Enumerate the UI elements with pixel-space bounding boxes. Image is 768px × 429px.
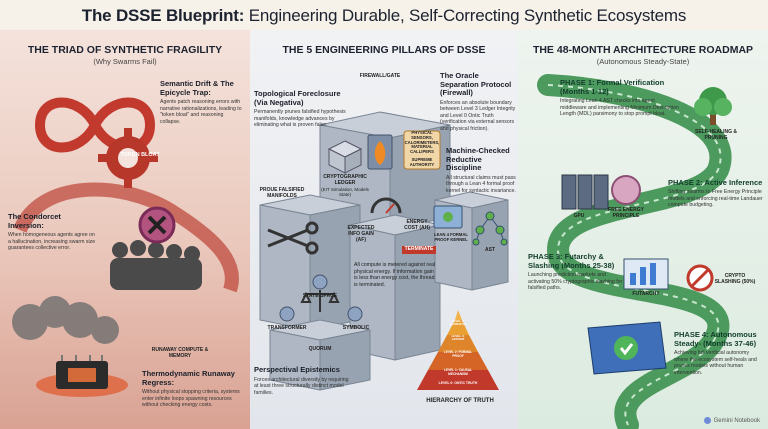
quorum-label: QUORUM <box>308 346 332 352</box>
slashing-no-sign-icon <box>686 264 714 292</box>
tree-icon <box>694 87 732 125</box>
epistemic-block: Perspectival Epistemics Forces architect… <box>254 365 349 396</box>
footer-brand: Gemini Notebook <box>703 417 760 424</box>
error-x-icon <box>138 206 176 244</box>
terminate-badge: TERMINATE <box>402 246 436 254</box>
server-rack-icon <box>561 174 609 210</box>
proof-falsified-label: PROUE FALSIFIED MANIFOLDS <box>259 187 305 199</box>
condorcet-block: The Condorcet Inversion: When homogeneou… <box>8 212 96 252</box>
brand-logo-icon <box>703 417 711 424</box>
physical-sensors-label: PHYSICAL SENSORS, CALORIMETERS, MATERIAL… <box>404 130 440 155</box>
gear-icon <box>98 128 158 188</box>
triad-title: THE TRIAD OF SYNTHETIC FRAGILITY <box>27 44 223 56</box>
pyramid-level-4 <box>455 310 462 320</box>
roadmap-title: THE 48-MONTH ARCHITECTURE ROADMAP <box>532 44 754 56</box>
level-2-label: LEVEL 2: FORMAL PROOF <box>443 350 473 358</box>
level-3-label: LEVEL 3: LEDGER <box>451 334 465 342</box>
fep-label: FREE ENERGY PRINCIPLE <box>608 207 644 219</box>
self-healing-label: SELF-HEALING & PRUNING <box>695 129 737 141</box>
triad-subtitle: (Why Swarms Fail) <box>93 57 157 66</box>
oracle-block: The Oracle Separation Protocol (Firewall… <box>440 71 516 132</box>
compute-note: All compute is metered against real phys… <box>354 262 436 288</box>
triad-illustration <box>12 97 239 397</box>
firewall-icon <box>367 134 393 170</box>
machine-checked-block: Machine-Checked Reductive Discipline All… <box>446 146 516 194</box>
foreclosure-block: Topological Foreclosure (Via Negativa) P… <box>254 89 346 129</box>
ledger-cube-icon <box>327 140 363 174</box>
supreme-authority-label: SUPREME AUTHORITY <box>409 157 435 167</box>
pyramid-level-3 <box>447 320 469 335</box>
hierarchy-label: HIERARCHY OF TRUTH <box>426 398 494 404</box>
state-space-icon <box>312 274 328 290</box>
runaway-compute-label: RUNAWAY COMPUTE & MEMORY <box>151 347 209 359</box>
energy-cost-label: ENERGY COST (AH) <box>404 219 430 231</box>
chip-icon <box>36 355 128 397</box>
pyramid-level-0 <box>417 370 499 390</box>
lean-cube-icon <box>433 205 463 229</box>
scissors-icon <box>267 221 319 255</box>
lean-kernel-label: LEAN 4 FORMAL PROOF KERNEL <box>434 232 468 242</box>
roadmap-illustration <box>537 74 732 429</box>
gpu-label: GPU <box>573 213 585 219</box>
expected-info-label: EXPECTED INFO GAIN (AF) <box>347 225 375 243</box>
level-0-label: LEVEL 0: ONTIC TRUTH <box>438 381 478 385</box>
futarchy-label: FUTARCHY <box>632 291 660 297</box>
sensor-box-icon <box>403 130 441 170</box>
runaway-block: Thermodynamic Runaway Regress: Without p… <box>142 369 240 409</box>
pyramid-level-2 <box>438 335 478 352</box>
symbolic-label: SYMBOLIC <box>342 325 370 331</box>
phase-1-block: PHASE 1: Formal Verification (Months 1-1… <box>560 78 679 117</box>
market-chart-icon <box>623 258 669 290</box>
ast-label: AST <box>485 247 495 253</box>
phase-2-block: PHASE 2: Active Inference Shifting swarm… <box>668 178 763 208</box>
token-bloat-label: TOKEN BLOAT <box>120 152 160 158</box>
panel-triad: THE TRIAD OF SYNTHETIC FRAGILITY (Why Sw… <box>0 30 250 429</box>
blueprint-icon <box>587 321 667 375</box>
state-space-label: STATE-SPACE <box>302 293 338 299</box>
infinity-loop-icon <box>35 97 155 153</box>
firewall-label: FIREWALL/GATE <box>359 73 401 79</box>
ledger-label: CRYPTOGRAPHIC LEDGER (EIT Simulation, Mo… <box>321 174 369 197</box>
phase-4-block: PHASE 4: Autonomous Steady- (Months 37-4… <box>674 330 757 376</box>
slashing-label: CRYPTO SLASHING (50%) <box>714 273 756 285</box>
level-1-label: LEVEL 1: CAUSAL MECHANISM <box>443 368 473 376</box>
brain-icon <box>611 175 641 205</box>
transformer-icon <box>279 306 295 322</box>
gauge-icon <box>370 197 402 214</box>
symbolic-icon <box>347 306 363 322</box>
truth-pyramid <box>417 310 499 390</box>
phase-3-block: PHASE 3: Futarchy & Slashing (Months 25-… <box>528 252 623 291</box>
page-title: The DSSE Blueprint: Engineering Durable,… <box>81 6 687 25</box>
level-4-label: LEVEL 4: NARRATIVE <box>450 319 467 327</box>
smoke-icon <box>12 296 119 344</box>
balance-icon <box>300 290 340 312</box>
pillars-title: THE 5 ENGINEERING PILLARS OF DSSE <box>282 44 486 56</box>
crowd-icon <box>110 240 202 290</box>
panel-pillars: THE 5 ENGINEERING PILLARS OF DSSE <box>250 30 518 429</box>
roadmap-subtitle: (Autonomous Steady-State) <box>596 57 690 66</box>
swirl-icon <box>13 182 239 293</box>
transformer-label: TRANSFORMER <box>267 325 307 331</box>
semantic-drift-block: Semantic Drift & The Epicycle Trap: Agen… <box>160 79 242 125</box>
panel-roadmap: THE 48-MONTH ARCHITECTURE ROADMAP (Auton… <box>518 30 768 429</box>
pillars-illustration <box>259 111 509 391</box>
pyramid-level-1 <box>428 352 488 370</box>
ast-tree-icon <box>472 211 508 246</box>
